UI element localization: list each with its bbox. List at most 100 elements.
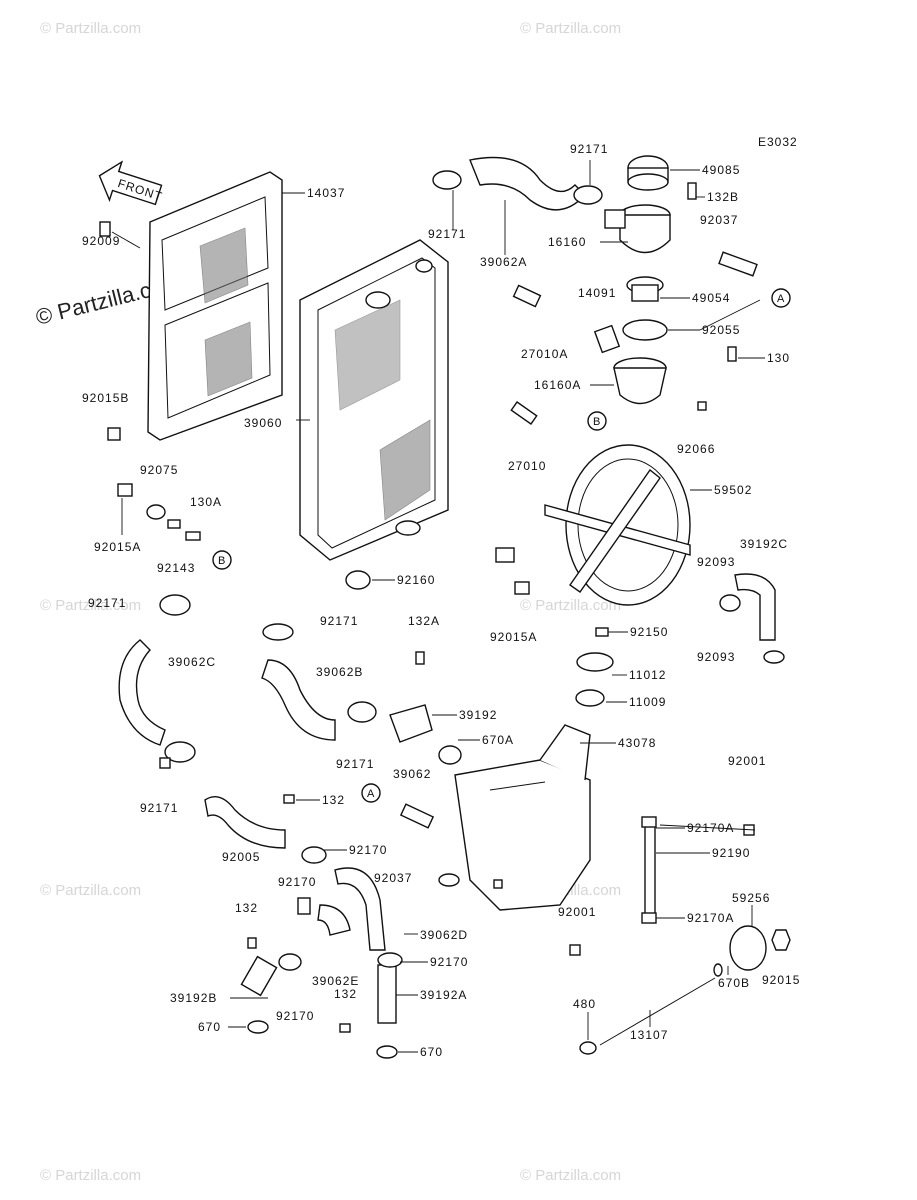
sensor-illustration xyxy=(593,324,621,354)
clamp-illustration xyxy=(301,846,327,864)
part-label: 92037 xyxy=(700,213,738,227)
radiator-screen-illustration xyxy=(147,171,283,441)
clamp-illustration xyxy=(159,757,171,769)
impeller-59256-illustration xyxy=(729,925,767,971)
svg-text:B: B xyxy=(218,555,225,567)
part-label: 92093 xyxy=(697,650,735,664)
part-label: 92075 xyxy=(140,463,178,477)
bolt-illustration xyxy=(493,879,503,889)
bolt-illustration xyxy=(727,346,737,362)
part-labels: 14037 92009 92015B 39060 92075 130A 9201… xyxy=(82,142,799,1059)
part-label: 49085 xyxy=(702,163,740,177)
o-ring-illustration xyxy=(438,745,462,765)
bolt-illustration xyxy=(339,1023,351,1033)
o-ring-illustration xyxy=(713,963,723,977)
part-label: 59256 xyxy=(732,891,770,905)
joint-39192c-illustration xyxy=(734,573,776,641)
radiator-illustration xyxy=(299,239,449,561)
circlip-illustration xyxy=(579,1041,597,1055)
part-label: 14037 xyxy=(307,186,345,200)
callout-a-1: A xyxy=(771,288,791,308)
part-label: 39062B xyxy=(316,665,363,679)
part-label: 92005 xyxy=(222,850,260,864)
part-label: 92001 xyxy=(728,754,766,768)
part-label: 39192A xyxy=(420,988,467,1002)
bolt-illustration xyxy=(247,937,257,949)
part-label: 92170 xyxy=(349,843,387,857)
part-label: 92015A xyxy=(94,540,141,554)
sensor-27010a-illustration xyxy=(512,284,542,308)
clamp-illustration xyxy=(347,701,377,723)
part-label: 14091 xyxy=(578,286,616,300)
part-label: 92170 xyxy=(278,875,316,889)
bolt-illustration xyxy=(569,944,581,956)
svg-text:A: A xyxy=(777,293,785,305)
part-label: 92093 xyxy=(697,555,735,569)
part-label: 16160A xyxy=(534,378,581,392)
bolt-illustration xyxy=(283,794,295,804)
clamp-illustration xyxy=(573,185,603,205)
grommet-illustration xyxy=(763,650,785,664)
clamp-illustration xyxy=(377,952,403,968)
hose-39062b-illustration xyxy=(261,659,336,741)
part-label: 132 xyxy=(322,793,345,807)
part-label: 92066 xyxy=(677,442,715,456)
svg-text:B: B xyxy=(593,416,600,428)
clamp-illustration xyxy=(641,816,657,828)
part-label: 92171 xyxy=(320,614,358,628)
cap-illustration xyxy=(627,155,669,191)
bolt-illustration xyxy=(99,221,111,237)
nut-illustration xyxy=(771,929,791,951)
part-label: 92171 xyxy=(336,757,374,771)
leader-lines xyxy=(111,160,765,1053)
part-label: 11012 xyxy=(629,668,666,682)
grommet-illustration xyxy=(345,570,371,590)
part-label: 11009 xyxy=(629,695,666,709)
part-label: 92015A xyxy=(490,630,537,644)
part-label: 92170A xyxy=(687,911,734,925)
part-label: 670 xyxy=(420,1045,443,1059)
hose-39062a-illustration xyxy=(469,156,586,211)
part-label: 92190 xyxy=(712,846,750,860)
part-label: 132 xyxy=(334,987,357,1001)
reservoir-tank-illustration xyxy=(454,724,591,911)
clamp-illustration xyxy=(297,897,311,915)
grommet-illustration xyxy=(146,504,166,520)
clamp-illustration xyxy=(262,623,294,641)
bolt-illustration xyxy=(687,182,697,200)
part-label: 39060 xyxy=(244,416,282,430)
part-label: 39192 xyxy=(459,708,497,722)
callout-b-2: B xyxy=(212,550,232,570)
part-label: 130A xyxy=(190,495,222,509)
hose-39062d-illustration xyxy=(334,867,386,951)
thermostat-housing-lower-illustration xyxy=(613,357,667,405)
part-label: 92170A xyxy=(687,821,734,835)
part-label: 480 xyxy=(573,997,596,1011)
part-label: 92015B xyxy=(82,391,129,405)
nut-clip-illustration xyxy=(107,427,121,441)
grommet-illustration xyxy=(719,594,741,612)
part-label: 92143 xyxy=(157,561,195,575)
hose-39062-illustration xyxy=(399,803,435,829)
o-ring-illustration xyxy=(247,1020,269,1034)
part-label: 92150 xyxy=(630,625,668,639)
part-label: 92160 xyxy=(397,573,435,587)
tank-cap-seal-illustration xyxy=(575,689,605,707)
part-label: 49054 xyxy=(692,291,730,305)
bolt-illustration xyxy=(595,627,609,637)
diagram-code: E3032 xyxy=(758,135,798,149)
part-label: 92001 xyxy=(558,905,596,919)
part-label: 670B xyxy=(718,976,750,990)
part-label: 130 xyxy=(767,351,790,365)
shaft-13107-illustration xyxy=(599,977,716,1046)
watermark: © Partzilla.com xyxy=(40,1167,141,1184)
part-label: 132A xyxy=(408,614,440,628)
joint-39192b-illustration xyxy=(240,955,278,997)
part-label: 92170 xyxy=(276,1009,314,1023)
part-label: 92170 xyxy=(430,955,468,969)
connector-illustration xyxy=(495,547,515,563)
part-label: 27010A xyxy=(521,347,568,361)
part-label: 92055 xyxy=(702,323,740,337)
watermark: © Partzilla.com xyxy=(40,597,141,614)
